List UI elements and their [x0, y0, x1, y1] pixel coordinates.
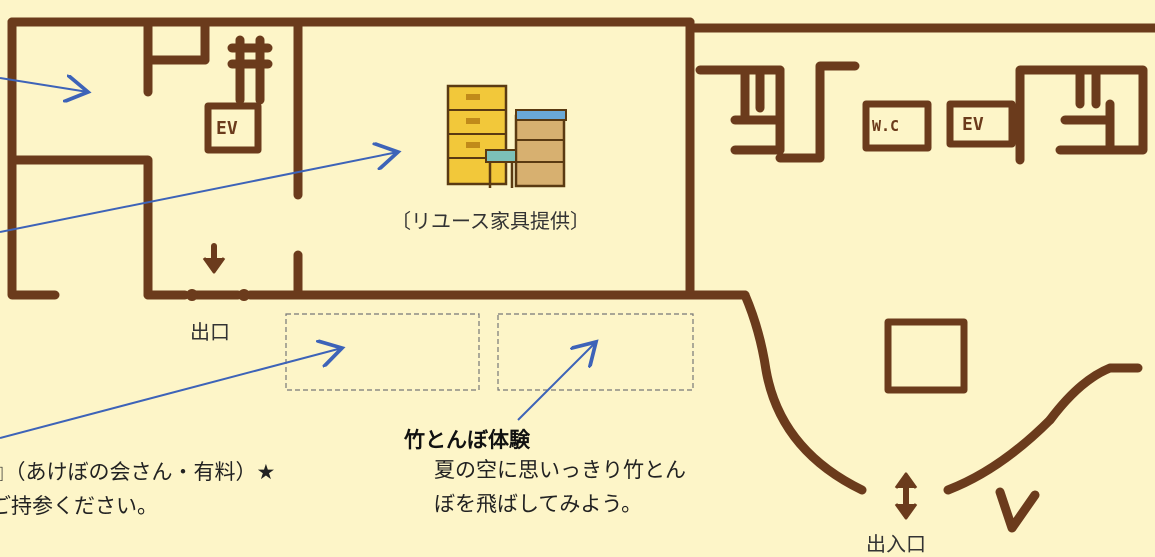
activity-area-bamboo [497, 313, 694, 391]
left-note-line2: ご持参ください。 [0, 494, 158, 518]
left-building-walls [7, 17, 750, 300]
pointer-arrow-bamboo [517, 342, 596, 421]
entrance-double-arrow [894, 472, 918, 520]
pointer-arrow-furniture [0, 152, 398, 233]
door-post-right [238, 289, 250, 301]
activity-area-left [285, 313, 480, 391]
elevator-left [204, 102, 262, 154]
pillar-box [884, 318, 968, 394]
furniture-caption: 〔リユース家具提供〕 [391, 209, 590, 233]
right-building-walls [685, 23, 1155, 533]
elevator-right-label: EV [962, 114, 984, 135]
bamboo-title: 竹とんぼ体験 [404, 428, 530, 452]
pointer-arrow-top-left [0, 78, 88, 92]
restroom-label: W.C [872, 117, 900, 135]
pointer-arrow-activity-left [0, 348, 342, 439]
bamboo-desc-line2: ぼを飛ばしてみよう。 [434, 492, 643, 516]
door-post-left [186, 289, 198, 301]
restroom-box [862, 100, 932, 152]
elevator-right [946, 100, 1016, 148]
exit-down-arrow [202, 243, 226, 274]
left-note-line1: 』（あけぼの会さん・有料）★ [0, 460, 276, 484]
bamboo-desc-line1: 夏の空に思いっきり竹とん [434, 458, 686, 482]
elevator-left-label: EV [216, 118, 238, 139]
entrance-label: 出入口 [866, 532, 926, 556]
furniture-illustration [446, 84, 567, 188]
exit-label: 出口 [190, 320, 230, 344]
